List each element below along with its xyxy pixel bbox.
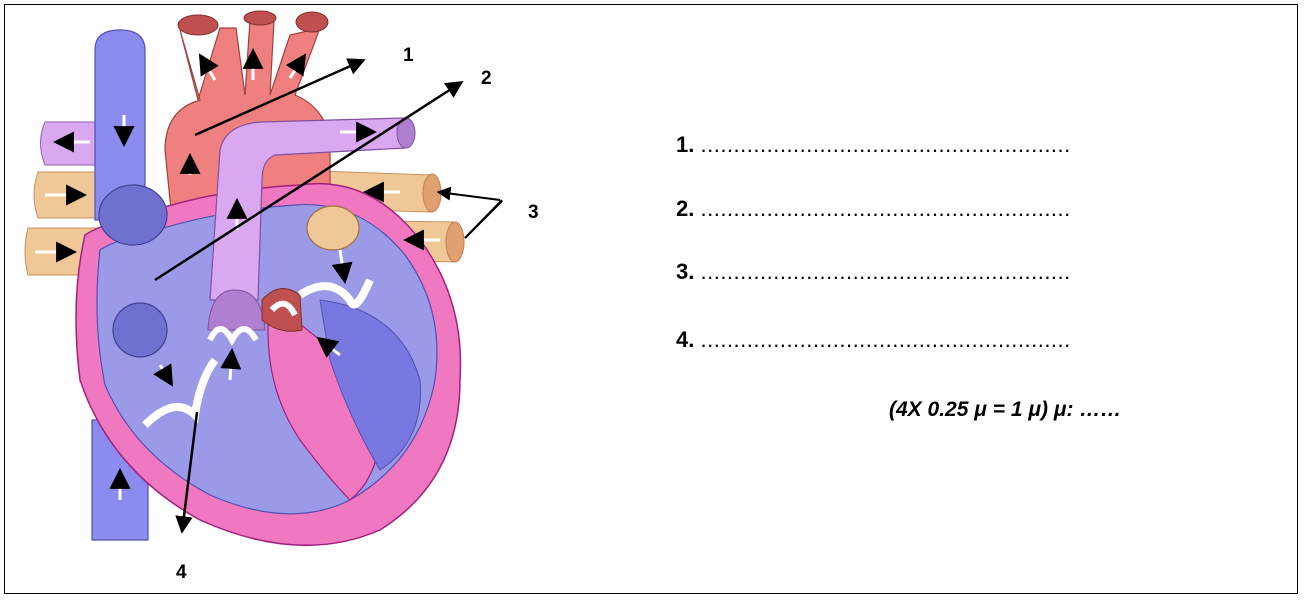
pointer-arrow-3c (465, 201, 502, 238)
answer-number: 1. (676, 132, 694, 157)
pulmonary-vein-opening (307, 206, 359, 250)
answer-line-1: 1. .....................................… (676, 132, 1071, 158)
aortic-valve (262, 289, 302, 332)
callout-1: 1 (403, 45, 414, 67)
ivc-opening (113, 303, 167, 357)
answer-line-4: 4. .....................................… (676, 327, 1071, 353)
answer-number: 2. (676, 196, 694, 221)
answer-blank[interactable]: ........................................… (700, 327, 1070, 352)
answer-blank[interactable]: ........................................… (700, 132, 1070, 157)
callout-4: 4 (176, 562, 187, 584)
svc-opening (99, 185, 167, 245)
answer-line-2: 2. .....................................… (676, 196, 1071, 222)
pointer-arrow-3a (438, 192, 500, 200)
callout-3: 3 (528, 202, 539, 224)
answer-number: 3. (676, 259, 694, 284)
answer-line-3: 3. .....................................… (676, 259, 1071, 285)
answer-blank[interactable]: ........................................… (700, 259, 1070, 284)
answer-number: 4. (676, 327, 694, 352)
answer-blank[interactable]: ........................................… (700, 196, 1070, 221)
score-line: (4X 0.25 μ = 1 μ) μ: …… (889, 398, 1121, 422)
callout-2: 2 (481, 68, 492, 90)
heart-diagram (0, 0, 640, 601)
